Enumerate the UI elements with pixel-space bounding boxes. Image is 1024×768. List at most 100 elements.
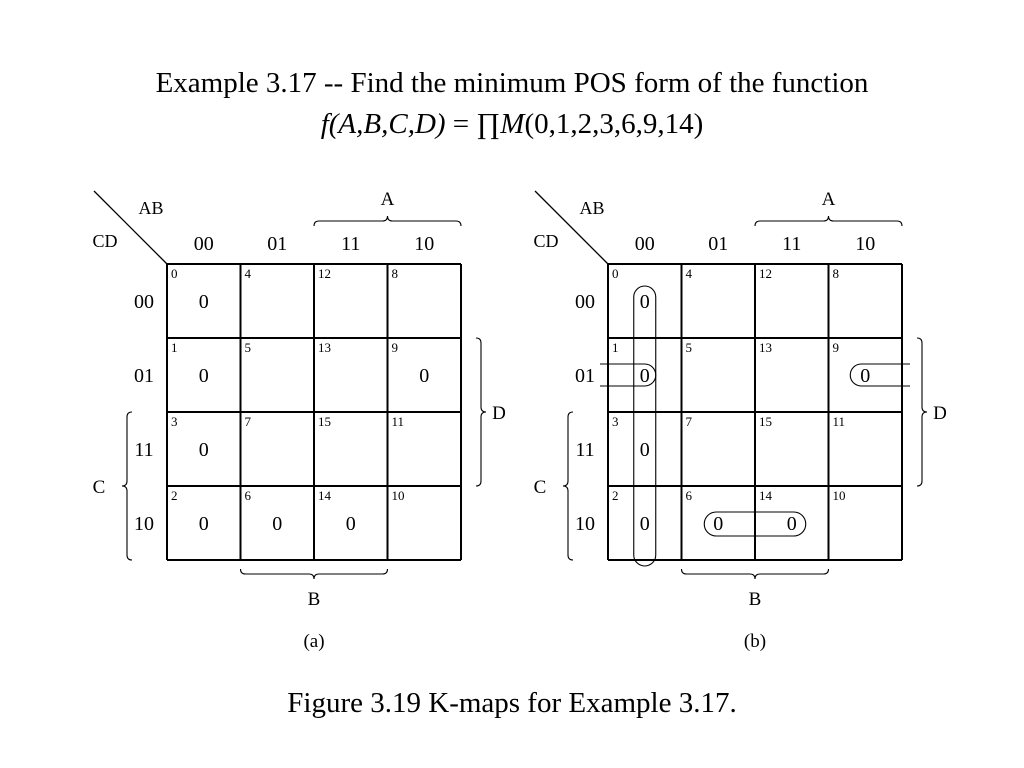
map-b-cell-index-0: 0	[612, 266, 619, 281]
map-b-group-wrap-left	[600, 363, 657, 387]
map-a-brace-left	[121, 411, 133, 561]
equals-sign: =	[445, 108, 477, 140]
map-b-group-loop-column-00	[633, 285, 657, 567]
figure-caption: Figure 3.19 K-maps for Example 3.17.	[287, 687, 737, 719]
map-a-cell-index-3: 3	[171, 414, 178, 429]
map-b-cell-value-9: 0	[860, 365, 870, 387]
map-a-col-code-00: 00	[194, 233, 214, 255]
title-line-2: f(A,B,C,D) = ∏M(0,1,2,3,6,9,14)	[0, 107, 1024, 141]
map-a-brace-top	[313, 215, 462, 227]
map-a-brace-label-left: C	[93, 477, 106, 498]
map-a-cell-value-1: 0	[199, 365, 209, 387]
map-a-cell-value-0: 0	[199, 291, 209, 313]
map-b-cell-value-3: 0	[640, 439, 650, 461]
map-b-brace-label-top: A	[822, 189, 836, 210]
map-b-cell-value-6: 0	[713, 513, 723, 535]
map-b-row-code-10: 10	[575, 513, 595, 535]
map-b-cell-index-12: 12	[759, 266, 772, 281]
map-a-cell-index-15: 15	[318, 414, 331, 429]
map-a-cell-value-6: 0	[272, 513, 282, 535]
map-a-panel-label: (a)	[303, 631, 324, 652]
map-b-row-var-label: CD	[533, 231, 558, 251]
map-a-brace-bottom	[239, 568, 389, 580]
map-a-row-code-11: 11	[134, 439, 153, 461]
map-b-row-code-00: 00	[575, 291, 595, 313]
map-b-row-code-01: 01	[575, 365, 595, 387]
map-b-col-code-10: 10	[855, 233, 875, 255]
map-b-row-code-11: 11	[575, 439, 594, 461]
map-b-brace-top	[754, 215, 903, 227]
map-a-cell-value-3: 0	[199, 439, 209, 461]
map-a-cell-index-0: 0	[171, 266, 178, 281]
map-b-cell-index-11: 11	[833, 414, 846, 429]
map-b-brace-label-right: D	[933, 403, 947, 424]
map-a-row-code-00: 00	[134, 291, 154, 313]
map-a-row-var-label: CD	[92, 231, 117, 251]
map-b-col-code-11: 11	[782, 233, 801, 255]
function-name: f(A,B,C,D)	[320, 108, 446, 140]
map-a-brace-label-bottom: B	[308, 589, 321, 610]
map-a-cell-index-5: 5	[245, 340, 252, 355]
map-b-cell-index-9: 9	[833, 340, 840, 355]
map-b-group-loop-cells-6-14	[703, 511, 807, 537]
map-a-cell-index-6: 6	[245, 488, 252, 503]
map-b-cell-index-14: 14	[759, 488, 773, 503]
map-b-cell-index-4: 4	[686, 266, 693, 281]
map-a-cell-index-10: 10	[392, 488, 405, 503]
map-b-cell-index-13: 13	[759, 340, 772, 355]
map-a-cell-value-14: 0	[346, 513, 356, 535]
map-a-cell-index-1: 1	[171, 340, 178, 355]
map-b-diagonal-line	[534, 190, 609, 265]
map-b-cell-index-6: 6	[686, 488, 693, 503]
map-a-cell-value-2: 0	[199, 513, 209, 535]
map-a-cell-index-12: 12	[318, 266, 331, 281]
map-a-row-code-10: 10	[134, 513, 154, 535]
map-b-cell-index-5: 5	[686, 340, 693, 355]
map-b-cell-index-10: 10	[833, 488, 846, 503]
map-a-brace-right	[475, 337, 487, 487]
title-line-1: Example 3.17 -- Find the minimum POS for…	[155, 67, 869, 99]
map-a-col-code-10: 10	[414, 233, 434, 255]
map-b-cell-index-15: 15	[759, 414, 772, 429]
map-b-cell-index-1: 1	[612, 340, 619, 355]
map-b-cell-index-2: 2	[612, 488, 619, 503]
map-b-cell-value-0: 0	[640, 291, 650, 313]
maxterm-list: (0,1,2,3,6,9,14)	[524, 108, 704, 140]
map-a-diagonal-line	[93, 190, 168, 265]
map-b-brace-bottom	[680, 568, 830, 580]
map-a-cell-index-4: 4	[245, 266, 252, 281]
map-b-col-var-label: AB	[579, 198, 604, 218]
map-a-cell-index-9: 9	[392, 340, 399, 355]
map-b-col-code-01: 01	[708, 233, 728, 255]
map-a-col-code-11: 11	[341, 233, 360, 255]
map-b-cell-value-1: 0	[640, 365, 650, 387]
map-a-cell-value-9: 0	[419, 365, 429, 387]
map-b-cell-index-3: 3	[612, 414, 619, 429]
map-a-cell-index-7: 7	[245, 414, 252, 429]
map-a-cell-index-14: 14	[318, 488, 332, 503]
map-b-cell-index-7: 7	[686, 414, 693, 429]
map-b-group-wrap-right	[849, 363, 910, 387]
map-b-cell-value-2: 0	[640, 513, 650, 535]
map-a-brace-label-top: A	[381, 189, 395, 210]
map-b-panel-label: (b)	[744, 631, 766, 652]
map-a-brace-label-right: D	[492, 403, 506, 424]
map-a-col-var-label: AB	[138, 198, 163, 218]
map-a-col-code-01: 01	[267, 233, 287, 255]
map-b-cell-index-8: 8	[833, 266, 840, 281]
map-b-brace-right	[916, 337, 928, 487]
map-a-cell-index-8: 8	[392, 266, 399, 281]
maxterm-symbol: M	[500, 108, 525, 140]
map-a-cell-index-13: 13	[318, 340, 331, 355]
product-symbol: ∏	[476, 108, 501, 140]
map-a-cell-index-11: 11	[392, 414, 405, 429]
map-b-brace-label-left: C	[534, 477, 547, 498]
map-b-cell-value-14: 0	[787, 513, 797, 535]
map-a-row-code-01: 01	[134, 365, 154, 387]
map-b-brace-label-bottom: B	[749, 589, 762, 610]
map-b-brace-left	[562, 411, 574, 561]
map-a-cell-index-2: 2	[171, 488, 178, 503]
map-b-col-code-00: 00	[635, 233, 655, 255]
